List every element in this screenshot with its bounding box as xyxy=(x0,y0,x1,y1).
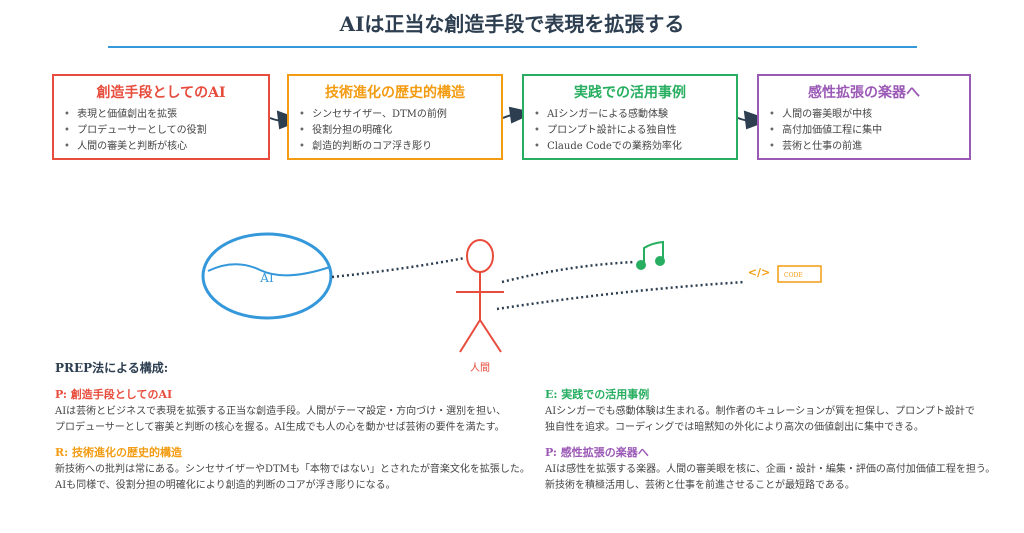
section-title: R: 技術進化の歴史的構造 xyxy=(55,446,183,459)
prep-section-point-final: P: 感性拡張の楽器へ AIは感性を拡張する楽器。人間の審美眼を核に、企画・設計… xyxy=(545,445,995,494)
box-item: 芸術と仕事の前進 xyxy=(769,139,959,155)
box-title: 創造手段としてのAI xyxy=(96,85,226,101)
section-line: 独自性を追求。コーディングでは暗黙知の外化により高次の価値創出に集中できる。 xyxy=(545,422,924,433)
section-line: 新技術への批判は常にある。シンセサイザーやDTMも「本物ではない」とされたが音楽… xyxy=(55,464,530,475)
box-item: 人間の審美眼が中核 xyxy=(769,107,959,123)
code-label: CODE xyxy=(784,272,803,279)
box-item: 人間の審美と判断が核心 xyxy=(64,139,258,155)
title-underline xyxy=(108,46,917,48)
section-title: E: 実践での活用事例 xyxy=(545,388,650,401)
ai-wave xyxy=(207,263,331,277)
section-line: AIも同様で、役割分担の明確化により創造的判断のコアが浮き彫りになる。 xyxy=(55,480,396,491)
ai-label: AI xyxy=(259,271,274,285)
flow-box-3: 実践での活用事例 AIシンガーによる感動体験プロンプト設計による独自性Claud… xyxy=(522,74,738,160)
box-item: 表現と価値創出を拡張 xyxy=(64,107,258,123)
box-title: 技術進化の歴史的構造 xyxy=(325,85,465,101)
page-title: AIは正当な創造手段で表現を拡張する xyxy=(339,12,685,36)
box-item: 創造的判断のコア浮き彫り xyxy=(299,139,491,155)
human-figure xyxy=(456,239,504,353)
section-line: プロデューサーとして審美と判断の核心を握る。AI生成でも人の心を動かせば芸術の要… xyxy=(55,422,505,433)
human-label: 人間 xyxy=(470,362,490,374)
box-item: プロンプト設計による独自性 xyxy=(534,123,726,139)
box-title: 実践での活用事例 xyxy=(574,85,686,101)
ai-ellipse xyxy=(201,232,333,320)
box-item: Claude Codeでの業務効率化 xyxy=(534,139,726,155)
flow-box-2: 技術進化の歴史的構造 シンセサイザー、DTMの前例役割分担の明確化創造的判断のコ… xyxy=(287,74,503,160)
music-note-icon xyxy=(636,240,665,270)
code-box xyxy=(777,265,822,283)
connector-human-music xyxy=(501,260,636,284)
box-item: AIシンガーによる感動体験 xyxy=(534,107,726,123)
section-line: AIは感性を拡張する楽器。人間の審美眼を核に、企画・設計・編集・評価の高付加価値… xyxy=(545,464,996,475)
section-title: P: 感性拡張の楽器へ xyxy=(545,446,649,459)
prep-section-example: E: 実践での活用事例 AIシンガーでも感動体験は生まれる。制作者のキュレーショ… xyxy=(545,387,975,436)
section-line: AIシンガーでも感動体験は生まれる。制作者のキュレーションが質を担保し、プロンプ… xyxy=(545,406,975,417)
connector-ai-human xyxy=(331,256,466,279)
section-line: AIは芸術とビジネスで表現を拡張する正当な創造手段。人間がテーマ設定・方向づけ・… xyxy=(55,406,507,417)
prep-section-reason: R: 技術進化の歴史的構造 新技術への批判は常にある。シンセサイザーやDTMも「… xyxy=(55,445,530,494)
connector-human-code xyxy=(496,280,746,311)
code-icon: </> xyxy=(748,266,770,279)
flow-box-1: 創造手段としてのAI 表現と価値創出を拡張プロデューサーとしての役割人間の審美と… xyxy=(52,74,270,160)
box-item: シンセサイザー、DTMの前例 xyxy=(299,107,491,123)
prep-heading: PREP法による構成: xyxy=(55,361,169,375)
prep-section-point: P: 創造手段としてのAI AIは芸術とビジネスで表現を拡張する正当な創造手段。… xyxy=(55,387,506,436)
box-item: 高付加価値工程に集中 xyxy=(769,123,959,139)
box-title: 感性拡張の楽器へ xyxy=(808,85,920,101)
box-item: 役割分担の明確化 xyxy=(299,123,491,139)
section-line: 新技術を積極活用し、芸術と仕事を前進させることが最短路である。 xyxy=(545,480,855,491)
box-item: プロデューサーとしての役割 xyxy=(64,123,258,139)
section-title: P: 創造手段としてのAI xyxy=(55,388,173,401)
flow-box-4: 感性拡張の楽器へ 人間の審美眼が中核高付加価値工程に集中芸術と仕事の前進 xyxy=(757,74,971,160)
